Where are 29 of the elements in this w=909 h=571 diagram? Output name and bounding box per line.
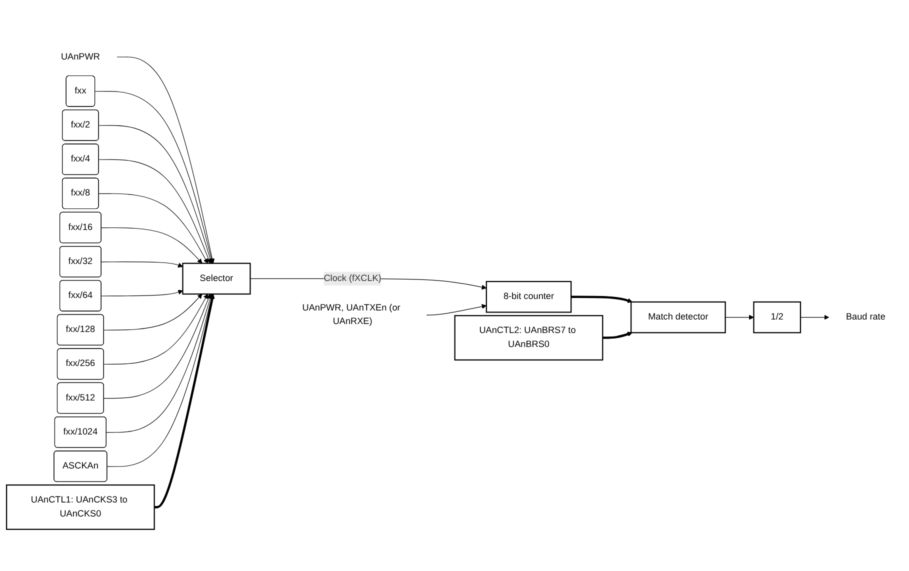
- arrow: [571, 296, 632, 303]
- arrow: [106, 294, 213, 433]
- edge-label: Clock (fXCLK): [324, 274, 382, 284]
- arrow: [101, 290, 183, 296]
- arrow: [725, 314, 754, 320]
- arrow: [98, 125, 213, 264]
- arrow: [104, 294, 211, 399]
- arrow: [94, 91, 214, 264]
- arrow: [116, 56, 215, 264]
- node-box: Selector: [182, 262, 251, 295]
- arrow: [104, 294, 208, 365]
- node-box: 1/2: [753, 301, 802, 334]
- arrow: [98, 159, 211, 264]
- node-text: UAnPWR, UAnTXEn (or UAnRXE): [302, 303, 400, 326]
- arrow: [101, 262, 183, 268]
- arrow: [106, 294, 214, 467]
- arrow: [602, 332, 632, 339]
- node-box: 8-bit counter: [486, 280, 572, 313]
- arrow: [98, 193, 208, 264]
- arrow: [154, 294, 215, 508]
- node-box: UAnCTL1: UAnCKS3 to UAnCKS0: [6, 484, 155, 530]
- node-box: UAnCTL2: UAnBRS7 to UAnBRS0: [454, 315, 604, 361]
- arrow: [104, 294, 202, 330]
- node-text: UAnPWR: [60, 52, 100, 62]
- arrow: [101, 227, 202, 264]
- node-text: Baud rate: [846, 312, 886, 322]
- arrow: [426, 304, 487, 316]
- arrow: [800, 314, 830, 320]
- node-box: Match detector: [630, 301, 726, 334]
